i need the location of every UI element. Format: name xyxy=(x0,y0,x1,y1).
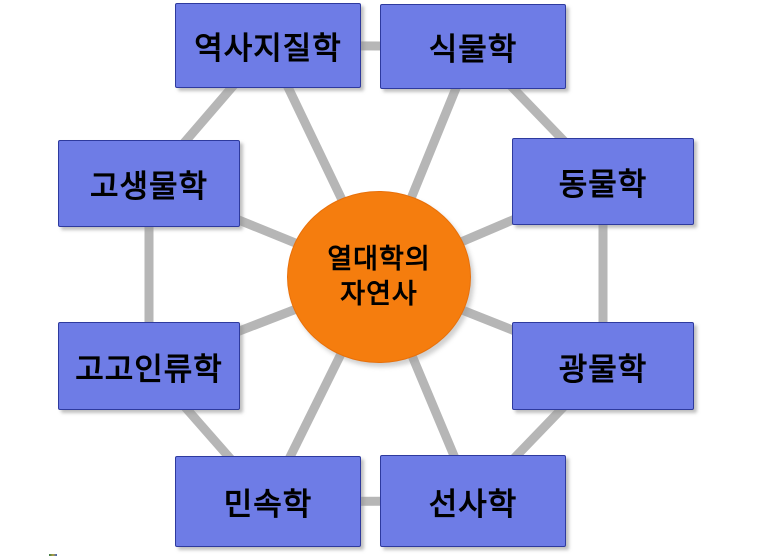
node-paleontology: 고생물학 xyxy=(58,140,240,227)
center-label-line2: 자연사 xyxy=(340,279,418,309)
node-label-historical-geology: 역사지질학 xyxy=(194,31,342,66)
node-historical-geology: 역사지질학 xyxy=(175,3,361,88)
node-label-prehistory: 선사학 xyxy=(428,486,518,522)
center-node-tropical-natural-history: 열대학의 자연사 xyxy=(287,191,471,363)
node-prehistory: 선사학 xyxy=(380,455,566,547)
node-label-paleontology: 고생물학 xyxy=(89,169,209,204)
node-label-zoology: 동물학 xyxy=(558,167,648,202)
node-zoology: 동물학 xyxy=(512,138,694,225)
node-label-botany: 식물학 xyxy=(428,32,518,67)
node-label-archaeological-anthropology: 고고인류학 xyxy=(75,351,223,387)
node-label-ethnology: 민속학 xyxy=(223,487,313,522)
node-archaeological-anthropology: 고고인류학 xyxy=(58,322,240,410)
node-mineralogy: 광물학 xyxy=(512,322,694,410)
node-label-mineralogy: 광물학 xyxy=(558,351,648,387)
artifact-speck xyxy=(49,554,57,556)
node-botany: 식물학 xyxy=(380,4,566,89)
center-label-line1: 열대학의 xyxy=(327,243,431,274)
node-ethnology: 민속학 xyxy=(175,456,361,547)
